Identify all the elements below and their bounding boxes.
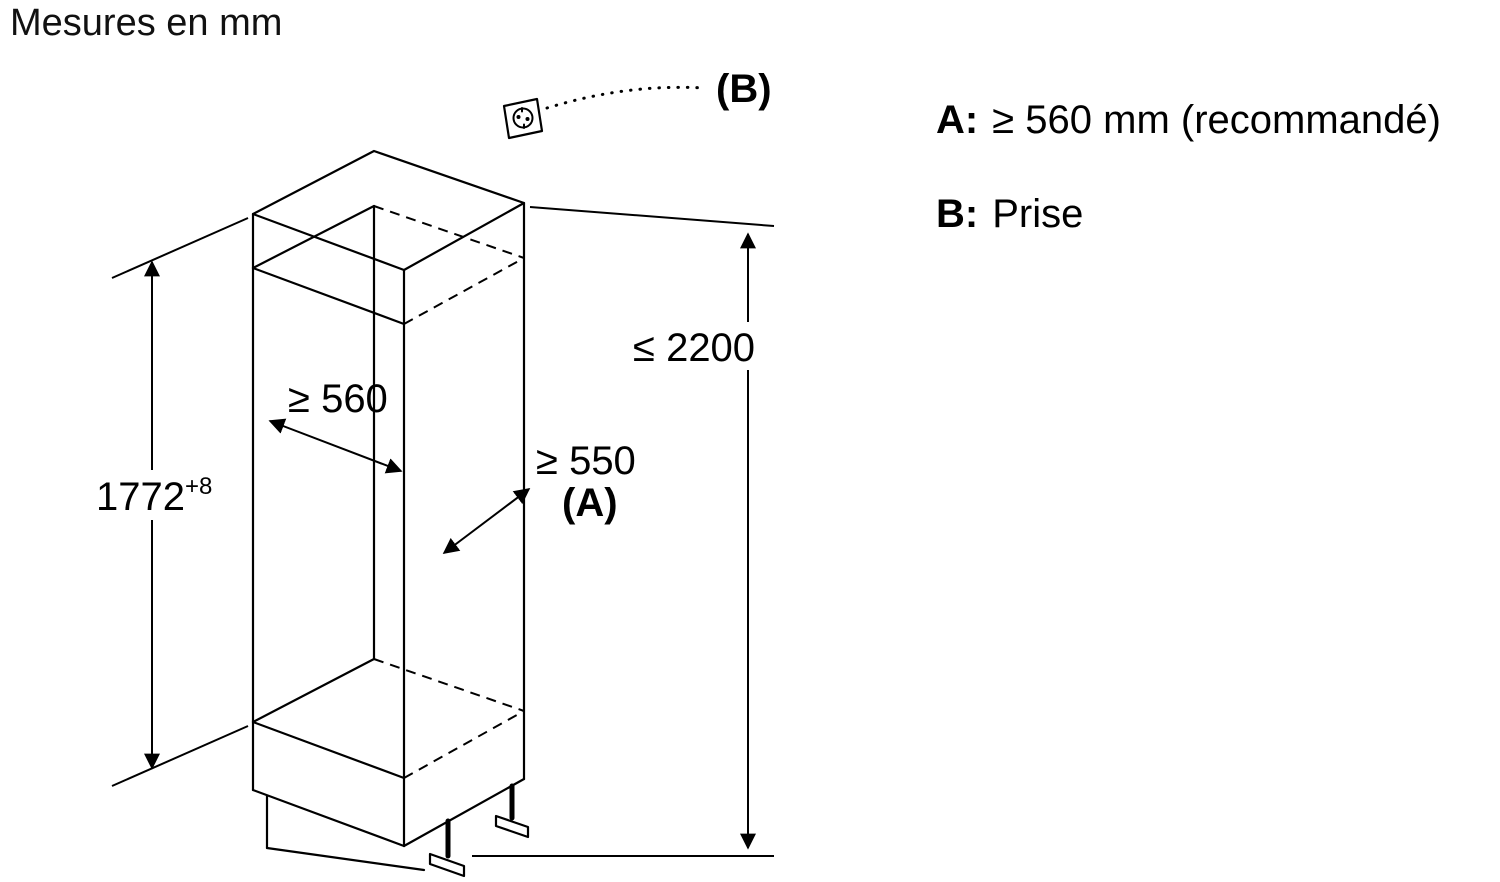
label-niche-height: 1772+8 xyxy=(96,473,212,519)
label-clearance-ref: (A) xyxy=(562,481,618,525)
label-clearance-depth: ≥ 550 xyxy=(536,439,636,483)
foot-pad xyxy=(494,814,530,839)
legend-key-b: B: xyxy=(936,192,979,236)
adjustable-foot-back xyxy=(494,783,530,839)
niche-ceiling-back-edge-hidden xyxy=(373,205,525,259)
extension-line-bottom xyxy=(111,725,249,787)
label-mask xyxy=(88,470,238,520)
niche-floor-front-edge xyxy=(251,720,406,780)
niche-ceiling-left-edge xyxy=(251,204,376,270)
niche-floor-back-edge-hidden xyxy=(373,658,525,712)
legend-key-a: A: xyxy=(936,98,979,142)
label-mask xyxy=(626,322,796,370)
label-socket-ref: (B) xyxy=(716,67,772,111)
socket-leader-line xyxy=(545,85,706,110)
socket-pin-left xyxy=(516,115,521,119)
dimension-niche-height: 1772+8 xyxy=(88,217,249,787)
cabinet-bottom-right-edge xyxy=(402,777,526,848)
dimension-clearance-depth: ≥ 550 (A) xyxy=(442,439,636,554)
dimension-arrow-line xyxy=(268,418,403,474)
foot-pad xyxy=(428,852,466,878)
cabinet-body xyxy=(251,149,530,878)
power-socket-icon xyxy=(502,97,544,140)
legend-value-a: ≥ 560 mm (recommandé) xyxy=(992,98,1441,142)
label-max-height: ≤ 2200 xyxy=(633,326,755,370)
niche-floor-right-edge-hidden xyxy=(403,710,525,779)
label-niche-depth: ≥ 560 xyxy=(288,377,388,421)
socket-plate xyxy=(502,97,544,140)
legend-item-a: A: ≥ 560 mm (recommandé) xyxy=(936,98,1496,142)
plinth-bottom-edge xyxy=(265,846,426,872)
niche-height-tolerance: +8 xyxy=(185,473,212,500)
cabinet-top-face xyxy=(251,149,526,272)
extension-line-top xyxy=(529,206,775,227)
page-title: Mesures en mm xyxy=(10,2,283,44)
dimension-max-height: ≤ 2200 xyxy=(472,206,796,857)
socket-pin-right xyxy=(525,117,530,121)
cabinet-bottom-front-edge xyxy=(251,788,406,848)
niche-ceiling-front-edge xyxy=(251,266,406,326)
extension-line-top xyxy=(111,217,249,279)
legend-value-b: Prise xyxy=(992,192,1084,236)
dimension-arrow-line xyxy=(442,488,531,554)
niche-height-value: 1772 xyxy=(96,475,185,519)
dimension-niche-depth: ≥ 560 xyxy=(268,377,403,474)
adjustable-foot-front xyxy=(428,818,466,878)
legend-item-b: B: Prise xyxy=(936,192,1496,236)
legend: A: ≥ 560 mm (recommandé) B: Prise xyxy=(936,98,1496,286)
niche-floor-left-edge xyxy=(251,657,376,724)
niche-ceiling-right-edge-hidden xyxy=(403,257,525,325)
